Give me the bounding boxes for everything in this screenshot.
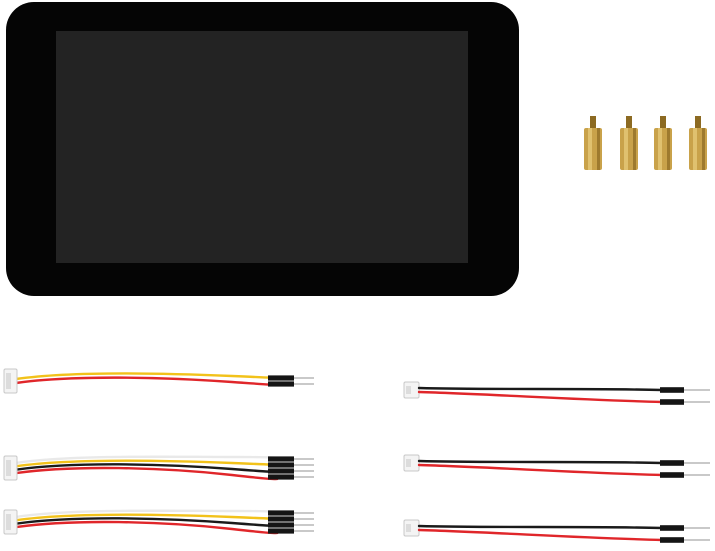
jumper-cable-4wire-icon xyxy=(3,455,314,481)
brass-standoff-icon xyxy=(654,116,672,170)
jumper-cable-2wire-icon xyxy=(403,519,710,543)
jumper-cable-3wire-icon xyxy=(3,368,314,394)
display-screen xyxy=(56,31,468,263)
jumper-cable-2wire-icon xyxy=(403,454,710,478)
brass-standoff-icon xyxy=(620,116,638,170)
brass-standoff-icon xyxy=(689,116,707,170)
jumper-cable-4wire-icon xyxy=(3,509,314,535)
brass-standoff-icon xyxy=(584,116,602,170)
jumper-cable-2wire-icon xyxy=(403,381,710,405)
